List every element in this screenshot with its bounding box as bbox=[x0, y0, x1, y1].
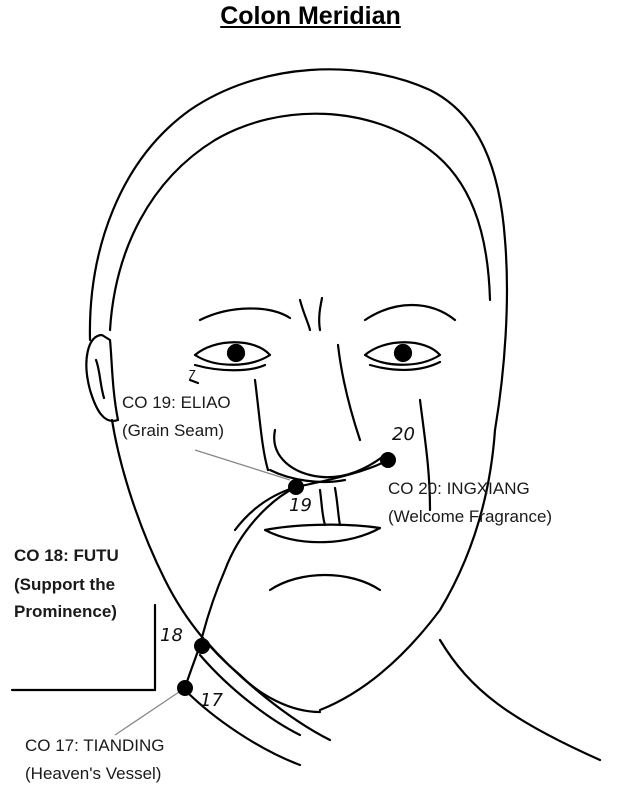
nose-bridge bbox=[338, 345, 360, 440]
hairline bbox=[110, 114, 490, 330]
left-eyebrow bbox=[200, 308, 290, 320]
meridian-line bbox=[185, 460, 388, 688]
mouth bbox=[265, 525, 380, 543]
point-18-number: 18 bbox=[160, 625, 183, 646]
stray-mark: 7 bbox=[188, 368, 196, 382]
point-19-number: 19 bbox=[289, 495, 312, 516]
co20-code-label: CO 20: INGXIANG bbox=[388, 478, 530, 500]
chin bbox=[240, 675, 320, 712]
right-eyebrow bbox=[365, 305, 455, 320]
right-jaw bbox=[320, 430, 495, 710]
co19-name-label: (Grain Seam) bbox=[122, 420, 224, 442]
point-17-dot bbox=[177, 680, 193, 696]
co18-name-label-2: Prominence) bbox=[14, 601, 117, 623]
head-outline bbox=[90, 69, 507, 430]
left-ear bbox=[86, 335, 118, 421]
leader-19 bbox=[195, 450, 290, 480]
nose-bottom bbox=[274, 430, 385, 477]
co19-code-label: CO 19: ELIAO bbox=[122, 392, 231, 414]
co17-code-label: CO 17: TIANDING bbox=[25, 735, 165, 757]
point-19-dot bbox=[288, 479, 304, 495]
point-17-number: 17 bbox=[200, 690, 223, 711]
co20-name-label: (Welcome Fragrance) bbox=[388, 506, 552, 528]
co18-name-label: (Support the bbox=[14, 574, 115, 596]
co18-code-label: CO 18: FUTU bbox=[14, 545, 119, 567]
neck-right bbox=[440, 640, 600, 760]
point-20-number: 20 bbox=[392, 424, 415, 445]
point-20-dot bbox=[380, 452, 396, 468]
co17-name-label: (Heaven's Vessel) bbox=[25, 763, 161, 785]
leader-17 bbox=[115, 688, 185, 735]
point-18-dot bbox=[194, 638, 210, 654]
